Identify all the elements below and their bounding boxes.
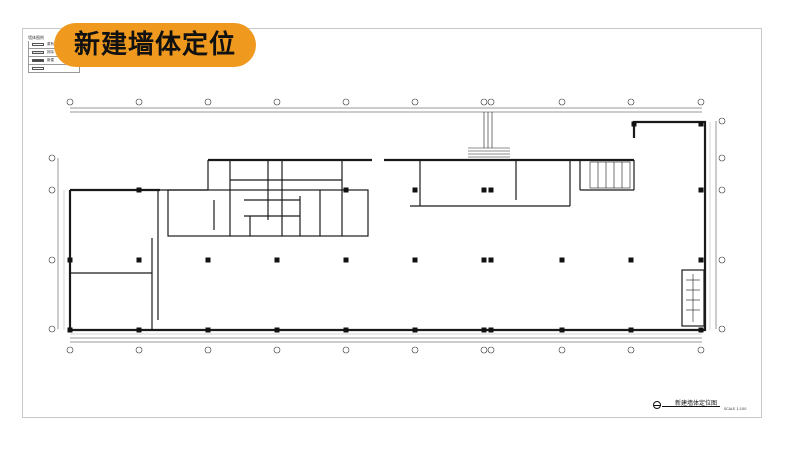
dimension-lines (63, 122, 711, 335)
drawing-title-symbol (653, 401, 661, 409)
grid-bubble (204, 346, 212, 354)
column (136, 187, 142, 193)
column (698, 257, 704, 263)
grid-bubble (487, 346, 495, 354)
column (488, 187, 494, 193)
legend-label: 原有 (47, 42, 54, 46)
column (67, 257, 73, 263)
legend-label: 新建 (47, 58, 54, 62)
grid-bubble (273, 98, 281, 106)
structural-columns (67, 121, 704, 333)
column (559, 327, 565, 333)
column (274, 327, 280, 333)
grid-bubble (480, 346, 488, 354)
grid-bubble (558, 98, 566, 106)
legend-title: 墙体图例 (28, 35, 44, 40)
grid-bubble (718, 186, 726, 194)
grid-bubble (627, 346, 635, 354)
legend-swatch (32, 43, 44, 46)
grid-bubble (48, 154, 56, 162)
column (343, 187, 349, 193)
grid-bubble (558, 346, 566, 354)
grid-bubble (342, 346, 350, 354)
column (274, 257, 280, 263)
column (481, 257, 487, 263)
grid-bubble (342, 98, 350, 106)
grid-bubble (411, 98, 419, 106)
column (698, 187, 704, 193)
legend-swatch (32, 67, 44, 70)
column (412, 327, 418, 333)
grid-bubble (48, 186, 56, 194)
grid-bubble (66, 346, 74, 354)
drawing-title: 新建墙体定位图 (675, 400, 718, 407)
grid-axis-top (70, 107, 702, 113)
column (343, 327, 349, 333)
column (205, 257, 211, 263)
grid-bubbles-top (66, 98, 705, 106)
grid-bubble (697, 346, 705, 354)
column (343, 257, 349, 263)
column (488, 327, 494, 333)
grid-bubble (411, 346, 419, 354)
column (698, 121, 704, 127)
grid-bubble (697, 98, 705, 106)
column (488, 257, 494, 263)
column (136, 257, 142, 263)
column (136, 327, 142, 333)
column (628, 327, 634, 333)
column (205, 327, 211, 333)
grid-bubbles-right (718, 117, 726, 333)
grid-bubble (135, 346, 143, 354)
legend-swatch (32, 59, 44, 62)
grid-bubble (204, 98, 212, 106)
grid-bubble (718, 154, 726, 162)
grid-bubbles-left (48, 154, 56, 333)
legend-label: 拆除 (47, 50, 54, 54)
grid-bubble (480, 98, 488, 106)
grid-bubbles-bottom (66, 346, 705, 354)
column (628, 257, 634, 263)
grid-bubble (135, 98, 143, 106)
column (698, 327, 704, 333)
drawing-scale: SCALE 1:100 (724, 407, 747, 411)
grid-bubble (718, 325, 726, 333)
legend-row (28, 65, 80, 73)
stair-top (468, 112, 510, 158)
grid-bubble (718, 117, 726, 125)
column (631, 121, 637, 127)
grid-bubble (718, 256, 726, 264)
grid-bubble (487, 98, 495, 106)
grid-bubble (48, 256, 56, 264)
grid-axis-sides (57, 121, 717, 329)
column (412, 187, 418, 193)
grid-bubble (66, 98, 74, 106)
stair-right-upper (589, 161, 631, 189)
column (412, 257, 418, 263)
slide-title: 新建墙体定位 (54, 23, 256, 67)
walls-outline (68, 120, 707, 332)
column (481, 187, 487, 193)
column (481, 327, 487, 333)
grid-bubble (48, 325, 56, 333)
legend-swatch (32, 51, 44, 54)
grid-bubble (627, 98, 635, 106)
grid-bubble (273, 346, 281, 354)
column (67, 327, 73, 333)
column (559, 257, 565, 263)
grid-axis-bottom (70, 337, 702, 343)
walls-interior (70, 160, 705, 330)
drawing-sheet (22, 28, 762, 418)
stair-right-lower (686, 274, 700, 322)
drawing-title-underline (662, 406, 720, 407)
